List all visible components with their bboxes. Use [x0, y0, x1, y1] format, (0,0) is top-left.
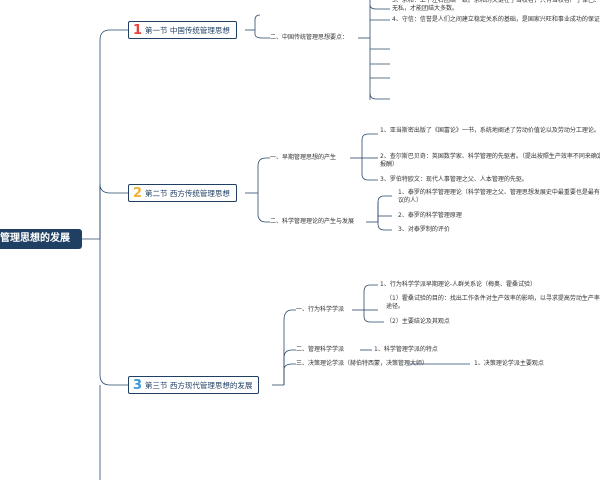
section-3-branch-1-item-2: （1）霍桑试验的目的：找出工作条件对生产效率的影响，以寻求提高劳动生产率的途径。: [386, 295, 600, 310]
section-2-branch-1-item-1: 1、亚当斯密出版了《国富论》一书，系统地阐述了劳动价值论以及劳动分工理论。: [380, 127, 600, 134]
section-3-branch-1[interactable]: 一、行为科学学派: [296, 306, 345, 313]
section-1-title: 第一节 中国传统管理思想: [145, 26, 230, 35]
section-2-branch-1-item-2: 2、查尔斯巴贝奇：英国数学家、科学管理的先驱者。（提出按照生产效率不同来确定报酬…: [380, 153, 600, 168]
section-2-branch-1-item-3: 3、罗伯特欧文：现代人事管理之父、人本管理的先驱。: [380, 176, 528, 183]
section-1-number: 1: [133, 23, 143, 38]
section-2-branch-2-item-1: 1、泰罗的科学管理理论（科学管理之父、管理思想发展史中最重要也是最有争议的人）: [398, 189, 600, 204]
section-3-branch-3[interactable]: 三、决策理论学派（赫伯特西蒙，决策管理大师）: [296, 360, 429, 367]
section-3-branch-2[interactable]: 二、管理科学学派: [296, 346, 345, 353]
section-3-title: 第三节 西方现代管理思想的发展: [145, 381, 253, 390]
section-3-branch-1-item-1: 1、行为科学学派早期理论-人群关系论（梅奥、霍桑试验）: [380, 281, 536, 288]
root-node[interactable]: 管理思想的发展: [0, 229, 82, 249]
section-3-number: 3: [133, 378, 143, 393]
section-1-item-4: 4、守信：信誉是人们之间建立稳定关系的基础，是国家兴旺和事业成功的保证。: [392, 16, 600, 23]
section-2-branch-2-item-2: 2、泰罗的科学管理原理: [398, 212, 462, 219]
section-3-branch-3-item-1: 1、决策理论学派主要观点: [474, 360, 544, 367]
section-1-item-3: 3、求和：上下左右团结一致。求和的关键在于当权者，只有当权者严于律己、公正无私，…: [392, 0, 600, 12]
section-2-branch-1[interactable]: 一、早期管理思想的产生: [270, 154, 337, 161]
section-1-branch-1[interactable]: 二、中国传统管理思想要点：: [270, 34, 349, 41]
section-2-branch-2[interactable]: 二、科学管理理论的产生与发展: [270, 218, 355, 225]
root-title: 管理思想的发展: [0, 233, 70, 244]
section-2-number: 2: [133, 186, 143, 201]
section-3-branch-2-item-1: 1、科学管理学派的特点: [374, 346, 438, 353]
section-2-branch-2-item-3: 3、对泰罗制的评价: [398, 226, 450, 233]
section-3-branch-1-item-3: （2）主要结论及其观点: [386, 318, 450, 325]
section-2-title: 第二节 西方传统管理思想: [145, 189, 230, 198]
